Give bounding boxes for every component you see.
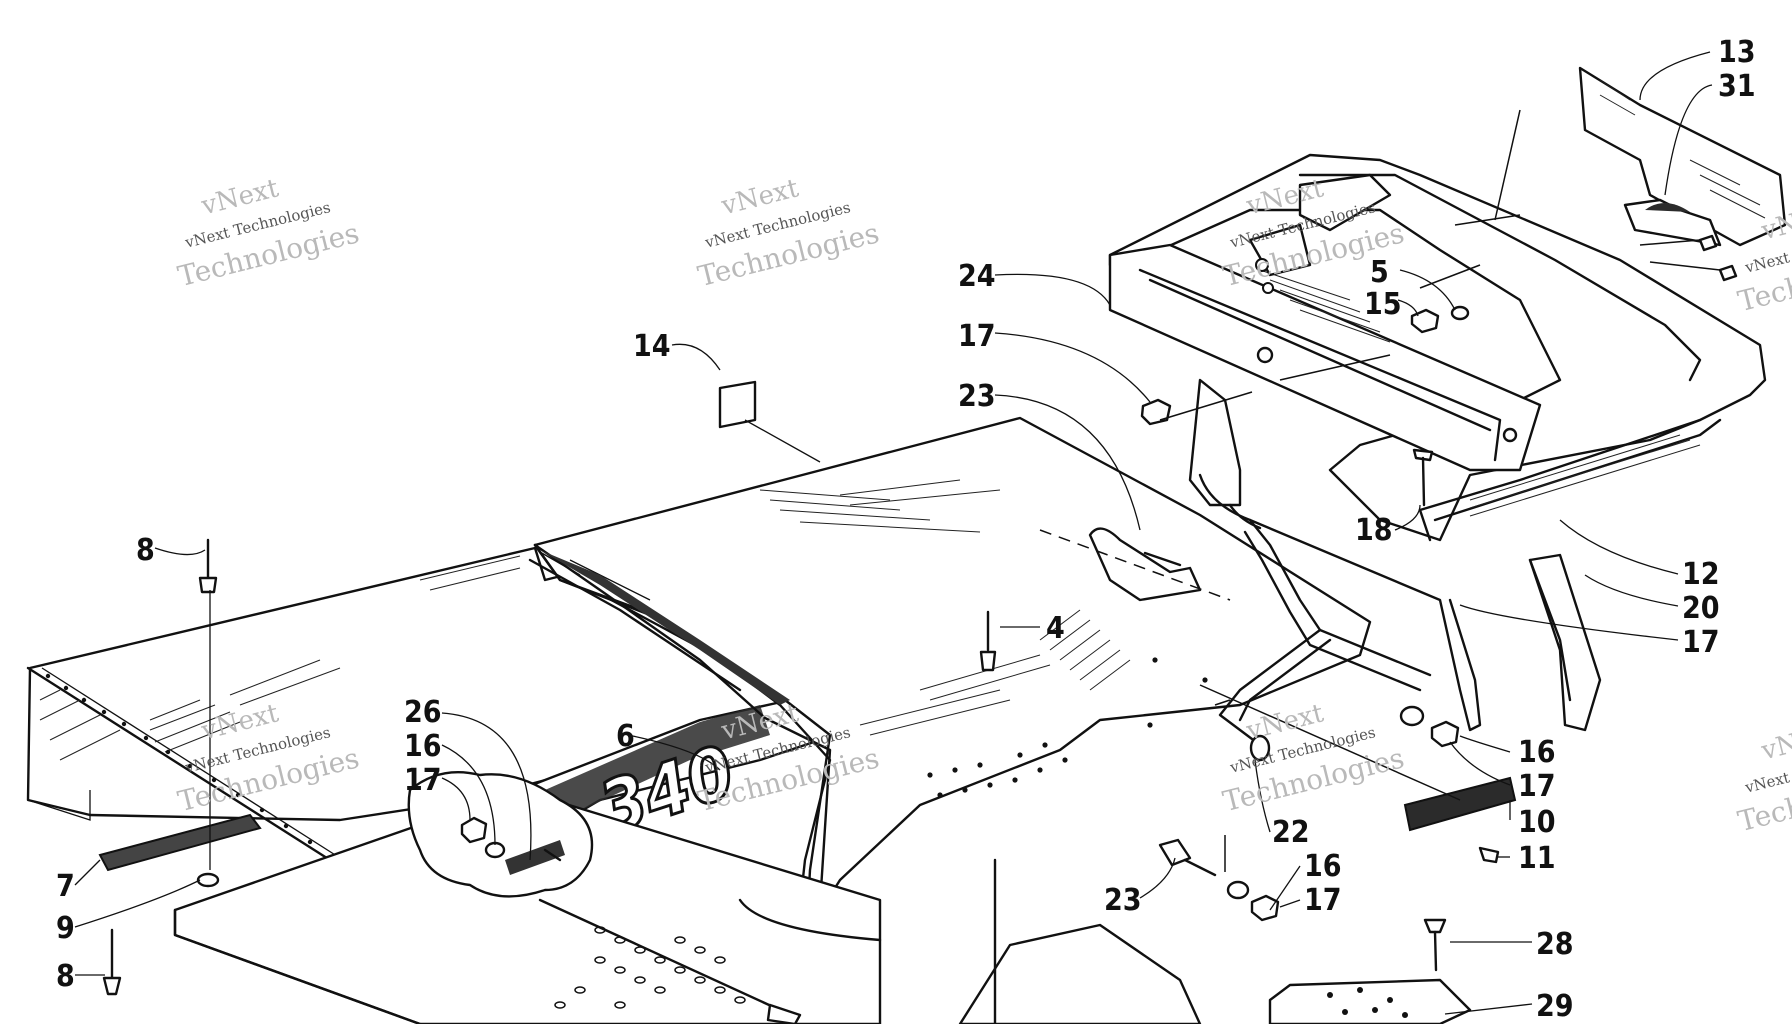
callout-label: 12 [1682, 557, 1720, 592]
callout-label: 15 [1364, 287, 1402, 322]
callout-label: 8 [56, 959, 75, 994]
callout-label: 14 [633, 329, 671, 364]
callout-label: 22 [1272, 815, 1310, 850]
callout-label: 8 [136, 533, 155, 568]
leader-lines [74, 51, 1713, 1015]
callout-label: 28 [1536, 927, 1574, 962]
tunnel-seam [528, 543, 832, 907]
callout-label: 7 [56, 869, 75, 904]
callout-label: 10 [1518, 805, 1556, 840]
callout-label: 11 [1518, 841, 1556, 876]
watermark: vNext vNext Technologies Technologies [175, 173, 363, 293]
callout-label: 24 [958, 259, 996, 294]
callout-label: 23 [1104, 883, 1142, 918]
callout-label: 17 [1518, 769, 1556, 804]
reflector [1403, 776, 1517, 832]
callout-label: 17 [404, 763, 442, 798]
rear-bumper [1108, 153, 1767, 732]
svg-text:vNext: vNext [1758, 718, 1792, 766]
callout-label: 16 [1518, 735, 1556, 770]
svg-text:Techn: Techn [1735, 266, 1792, 319]
callout-label: 4 [1046, 611, 1065, 646]
callout-label: 5 [1370, 255, 1389, 290]
callout-label: 18 [1355, 513, 1393, 548]
bumper-rail [1218, 518, 1432, 762]
fasteners [98, 109, 1738, 1026]
watermark: vNext vNext Technologies Technologies [695, 173, 883, 293]
callout-label: 17 [958, 319, 996, 354]
right-running-board [958, 923, 1472, 1026]
callout-label: 6 [616, 719, 635, 754]
callout-label: 26 [404, 695, 442, 730]
svg-text:vNext Te: vNext Te [1742, 763, 1792, 797]
callout-label: 17 [1304, 883, 1342, 918]
callout-label: 31 [1718, 69, 1756, 104]
callout-labels: 13 31 5 15 24 17 23 14 18 12 20 17 8 4 2… [56, 35, 1756, 1024]
callout-label: 20 [1682, 591, 1720, 626]
callout-label: 23 [958, 379, 996, 414]
callout-label: 16 [1304, 849, 1342, 884]
callout-label: 29 [1536, 989, 1574, 1024]
watermark: vNext vNext Te Techno [1735, 718, 1792, 838]
svg-text:vNext Te: vNext Te [1742, 243, 1792, 277]
callout-label: 13 [1718, 35, 1756, 70]
callout-label: 9 [56, 911, 75, 946]
decal-plate [1578, 66, 1787, 247]
callout-label: 16 [404, 729, 442, 764]
callout-label: 17 [1682, 625, 1720, 660]
